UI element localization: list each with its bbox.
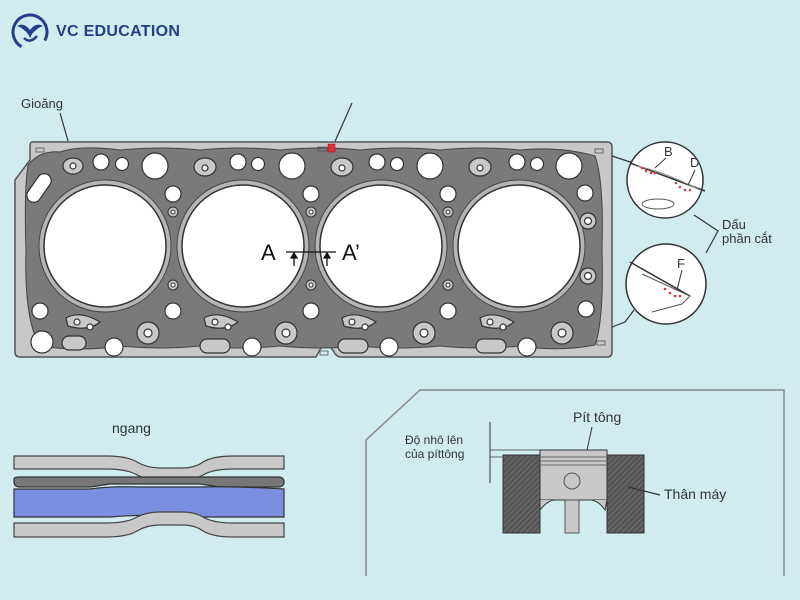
detail-label-d: D (690, 155, 700, 170)
cylinder-bore-3 (319, 184, 443, 308)
section-mark-a: A (261, 240, 276, 265)
protrusion-label-line2: của píttông (405, 447, 465, 461)
cut-mark-label-line2: phần cắt (722, 231, 772, 246)
bottom-holes (30, 300, 595, 357)
block-label: Thân máy (664, 486, 727, 502)
inter-bore-holes (167, 206, 454, 291)
gasket-label: Gioăng (21, 96, 63, 111)
detail-callout-bottom (611, 243, 707, 328)
engine-block-left (502, 454, 541, 534)
cylinder-bore-2 (181, 184, 305, 308)
cross-section-label: ngang (112, 420, 151, 436)
brand-name: VC EDUCATION (56, 23, 181, 40)
piston-protrusion-diagram (365, 389, 785, 576)
detail-callout-top (611, 141, 706, 219)
cylinder-bores (38, 179, 586, 313)
protrusion-label-line1: Độ nhô lên (405, 433, 464, 447)
gasket-leader-line (59, 112, 69, 142)
head-gasket (14, 141, 613, 358)
section-line (286, 251, 336, 266)
cut-mark-label-line1: Dấu (722, 217, 746, 232)
detail-label-b: B (664, 144, 673, 159)
cut-mark-leader (693, 214, 719, 254)
cylinder-bore-1 (43, 184, 167, 308)
cylinder-bore-4 (457, 184, 581, 308)
piston-label: Pít tông (573, 409, 622, 425)
cut-mark-indicator (327, 143, 336, 153)
engine-block-right (606, 454, 645, 534)
cross-section-diagram (13, 455, 285, 538)
detail-label-f: F (677, 256, 685, 271)
top-holes (26, 152, 597, 285)
section-mark-a-prime: A’ (342, 240, 360, 265)
brand-logo: VC EDUCATION (10, 12, 180, 52)
vc-education-emblem-icon (11, 13, 49, 51)
mark-leader-line (332, 102, 353, 147)
